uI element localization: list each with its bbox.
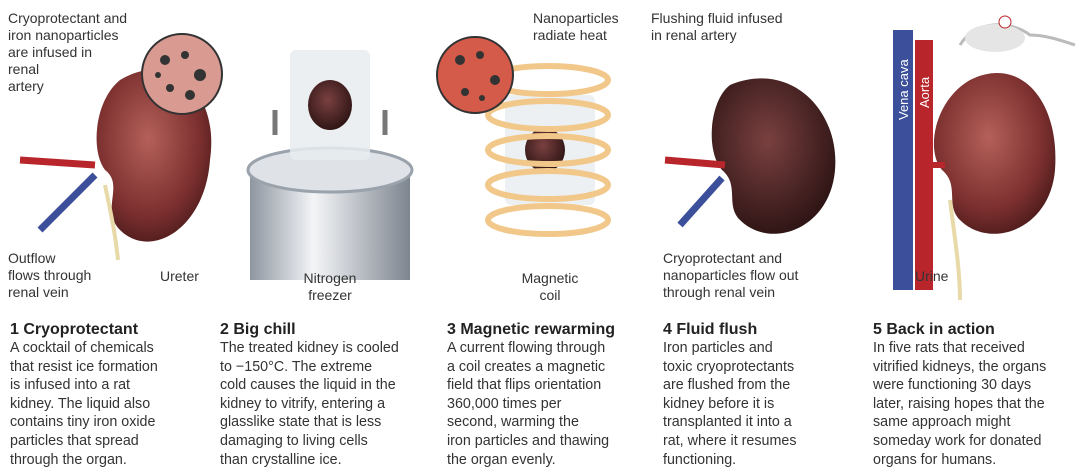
step-body: In five rats that received vitrified kid… [873, 340, 1047, 468]
label-ureter: Ureter [160, 268, 199, 284]
step-body: The treated kidney is cooled to −150°C. … [220, 340, 399, 468]
step-title: 2 Big chill [220, 321, 296, 338]
step-5: 5 Back in action In five rats that recei… [873, 320, 1080, 469]
kidney-panel-1 [19, 33, 223, 261]
label-outflow: Outflow flows through renal vein [8, 250, 92, 300]
kidney-panel-4 [664, 78, 836, 234]
step-body: A current flowing through a coil creates… [447, 340, 610, 468]
step-1: 1 Cryoprotectant A cocktail of chemicals… [10, 320, 220, 469]
step-title: 5 Back in action [873, 321, 995, 338]
step-body: A cocktail of chemicals that resist ice … [10, 340, 158, 468]
magnetic-coil [436, 36, 611, 237]
nitrogen-freezer [246, 50, 414, 280]
label-vena-cava: Vena cava [896, 59, 911, 120]
step-2: 2 Big chill The treated kidney is cooled… [220, 320, 430, 469]
rat-vessels [893, 15, 1076, 301]
label-urine: Urine [915, 268, 949, 284]
label-freezer: Nitrogen freezer [303, 270, 357, 303]
step-4: 4 Fluid flush Iron particles and toxic c… [663, 320, 873, 469]
step-3: 3 Magnetic rewarming A current flowing t… [447, 320, 657, 469]
step-body: Iron particles and toxic cryoprotectants… [663, 340, 797, 468]
step-title: 3 Magnetic rewarming [447, 321, 616, 338]
step-title: 4 Fluid flush [663, 321, 758, 338]
label-flowout: Cryoprotectant and nanoparticles flow ou… [663, 250, 799, 300]
label-coil: Magnetic coil [521, 270, 579, 303]
label-infused: Cryoprotectant and iron nanoparticles ar… [8, 10, 128, 94]
label-radiate: Nanoparticles radiate heat [533, 10, 619, 43]
illustration [19, 15, 1076, 301]
label-flushing: Flushing fluid infused in renal artery [651, 10, 783, 43]
label-aorta: Aorta [917, 76, 932, 108]
step-title: 1 Cryoprotectant [10, 321, 139, 338]
